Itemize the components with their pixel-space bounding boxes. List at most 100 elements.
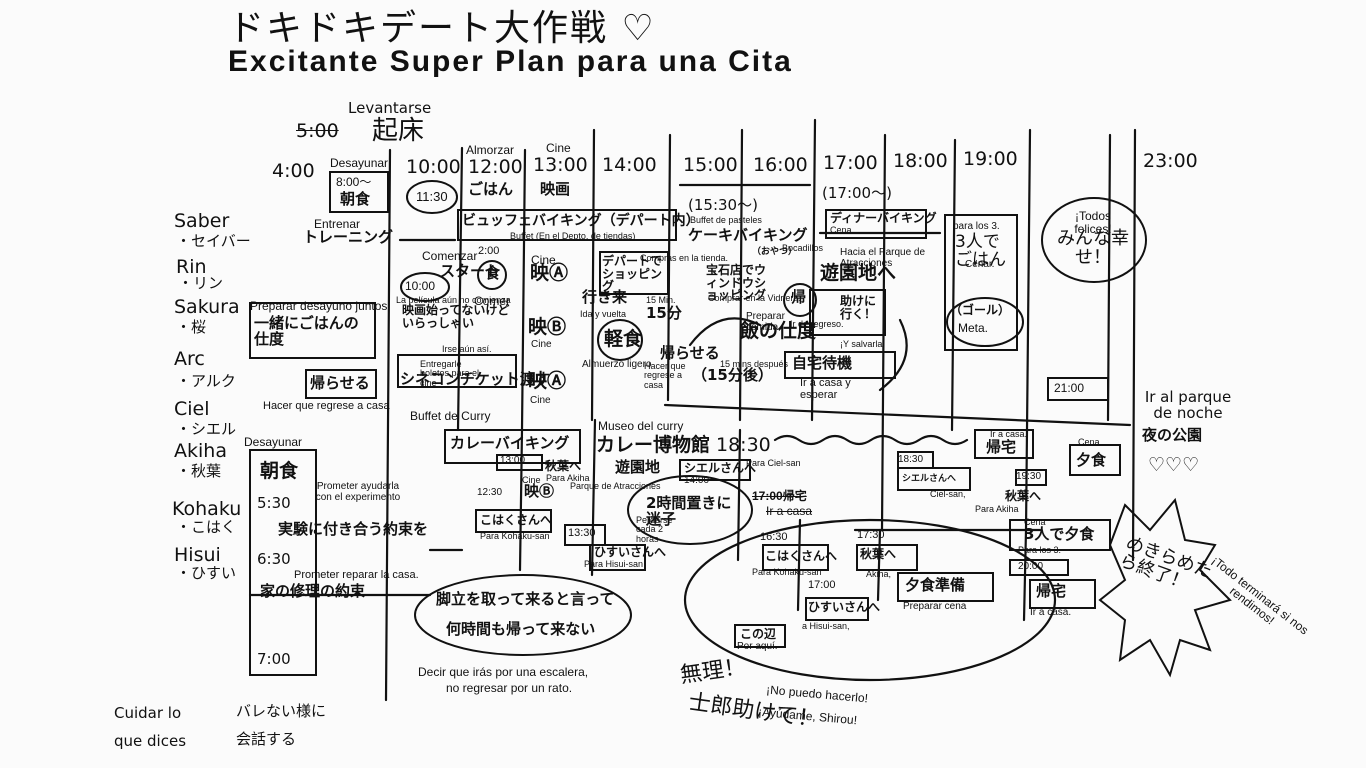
this-way-jp: この辺 xyxy=(740,627,777,641)
para3b: Para los 3. xyxy=(1018,545,1062,555)
happy-es: ¡Todos felices! xyxy=(1074,209,1112,236)
food-circle-jp: 食 xyxy=(485,264,501,282)
char-akiha: Akiha xyxy=(174,440,227,462)
cenar-label: Cenar. xyxy=(965,259,995,270)
time-630: 6:30 xyxy=(257,550,291,568)
label-cine-top: Cine xyxy=(546,141,571,155)
char-rin-jp: ・リン xyxy=(178,274,224,292)
min15-label: 15 Min. xyxy=(646,295,676,305)
promise-jp: 実験に付き合う約束を xyxy=(278,520,429,538)
char-kohaku-jp: ・こはく xyxy=(176,518,237,536)
snacks-label: Bocadillos xyxy=(782,243,824,253)
training-label: Entrenar xyxy=(314,217,361,231)
time-12: 12:00 xyxy=(468,156,523,178)
comer-label: Comer xyxy=(474,294,511,308)
wake-struck-time: 5:00 xyxy=(296,120,339,142)
para-hisui: Para Hisui-san xyxy=(584,559,644,569)
repair-jp: 家の修理の約束 xyxy=(260,582,366,600)
char-hisui-jp: ・ひすい xyxy=(176,564,237,582)
window-shop-jp: 宝石店でウィンドウショッピング xyxy=(706,263,767,303)
ciel2-es: Ciel-san, xyxy=(930,489,966,499)
cine-a-rin: 映Ⓐ xyxy=(530,262,569,284)
ladder-jp1: 脚立を取って来ると言って xyxy=(436,590,615,608)
time-1400-b: 14:00 xyxy=(684,475,710,486)
cine-label-rin: Cine xyxy=(531,253,556,267)
time-1200-b: 2:00 xyxy=(478,245,500,257)
home3-jp: 帰宅 xyxy=(1036,582,1067,600)
light-lunch-es: Almuerzo ligero xyxy=(582,359,652,370)
t1700-home-es: Ir a casa xyxy=(766,504,813,518)
wake-kanji: 起床 xyxy=(372,116,425,146)
cake-jp: ケーキバイキング xyxy=(688,226,808,244)
prep-breakfast-es-a: Preparar desayuno juntos xyxy=(250,299,388,313)
time-1530: (15:30～) xyxy=(688,196,758,214)
dinner-prep-jp: 夕食準備 xyxy=(905,576,966,594)
time-1330: 13:30 xyxy=(568,527,596,539)
kaeru-jp: 帰 xyxy=(791,288,807,306)
window-shop-es: Comprar en la Vidriera. xyxy=(708,293,801,303)
after15-es: 15 mins después xyxy=(720,359,789,369)
char-rin: Rin xyxy=(176,256,207,278)
para-kohaku: Para Kohaku-san xyxy=(480,531,550,541)
wait-home-es: Ir a casa y esperar xyxy=(800,377,851,401)
akiha3-jp: 秋葉へ xyxy=(1005,489,1042,503)
char-ciel: Ciel xyxy=(174,398,210,420)
akiha2-es: Akiha, xyxy=(866,569,892,579)
time-700: 7:00 xyxy=(257,650,291,668)
char-sakura: Sakura xyxy=(174,296,240,318)
time-2000: 20:00 xyxy=(1018,561,1044,572)
three-dinner-jp: 3人でごはん xyxy=(955,232,1006,270)
light-lunch-jp: 軽食 xyxy=(604,328,643,350)
char-sakura-jp: ・桜 xyxy=(176,318,207,336)
lunch-jp: ごはん xyxy=(468,180,514,198)
home2-jp: 帰宅 xyxy=(986,438,1017,456)
breakfast-time: 8:00～ xyxy=(336,175,372,189)
happy-jp: みんな幸せ！ xyxy=(1057,228,1129,268)
lost-jp: 2時間置きに迷子 xyxy=(646,494,732,528)
time-18: 18:00 xyxy=(893,150,948,172)
prep-food-jp: 飯の仕度 xyxy=(740,320,817,342)
cine-a-arc: 映Ⓐ xyxy=(528,370,567,392)
hearts: ♡♡♡ xyxy=(1148,454,1200,476)
cena3b-jp: 3人で夕食 xyxy=(1024,525,1095,543)
home2-es: Ir a casa. xyxy=(990,429,1028,439)
this-way-es: Por aquí. xyxy=(737,641,778,652)
dinner-prep-es: Preparar cena xyxy=(903,601,967,612)
help-es: ¡Y salvarla! xyxy=(840,339,885,349)
time-13: 13:00 xyxy=(533,154,588,176)
buffet-jp: ビュッフェバイキング（デパート内） xyxy=(462,213,700,229)
time-1630: 16:30 xyxy=(760,531,788,543)
char-saber-jp: ・セイバー xyxy=(176,232,251,250)
regreso-es: Ir de regreso. xyxy=(790,319,844,329)
akiha2-jp: 秋葉へ xyxy=(860,547,897,561)
ladder-jp2: 何時間も帰って来ない xyxy=(446,620,596,638)
careful-jp2: 会話する xyxy=(236,730,297,748)
dept-shopping-jp: デパートでショッピング xyxy=(602,254,663,294)
desayunar2: Desayunar xyxy=(244,435,303,449)
cine-label-arc: Cine xyxy=(530,395,551,406)
hisui-jp: ひすいさんへ xyxy=(594,545,667,559)
time-19: 19:00 xyxy=(963,148,1018,170)
night-park-jp: 夜の公園 xyxy=(1142,426,1203,444)
time-23: 23:00 xyxy=(1143,150,1198,172)
min15-jp: 15分 xyxy=(646,304,682,322)
para-akiha3: Para Akiha xyxy=(975,504,1019,514)
cake-es: Buffet de pasteles xyxy=(690,215,762,225)
para-ciel: Para Ciel-san xyxy=(746,458,801,468)
after15-jp: （15分後） xyxy=(692,366,773,384)
amuse-es: Parque de Atracciones xyxy=(570,481,661,491)
snacks-jp: （おやつ） xyxy=(752,246,798,256)
amusement-es: Hacia el Parque de Atracciones xyxy=(840,247,926,269)
label-almorzar: Almorzar xyxy=(466,143,515,157)
for-three: para los 3. xyxy=(953,221,1000,232)
wait-home-jp: 自宅待機 xyxy=(792,354,853,372)
curry-buffet-jp: カレーバイキング xyxy=(450,434,570,452)
repair-es: Prometer reparar la casa. xyxy=(294,569,419,581)
curry-museum-es: Museo del curry xyxy=(598,419,684,433)
start-jp: スタート xyxy=(440,262,501,280)
curry-buffet-es: Buffet de Curry xyxy=(410,409,491,423)
dept-shopping-es: Compras en la tienda. xyxy=(640,253,729,263)
dinner-jp2: 夕食 xyxy=(1076,451,1107,469)
send-home-jp: 帰らせる xyxy=(310,374,370,392)
